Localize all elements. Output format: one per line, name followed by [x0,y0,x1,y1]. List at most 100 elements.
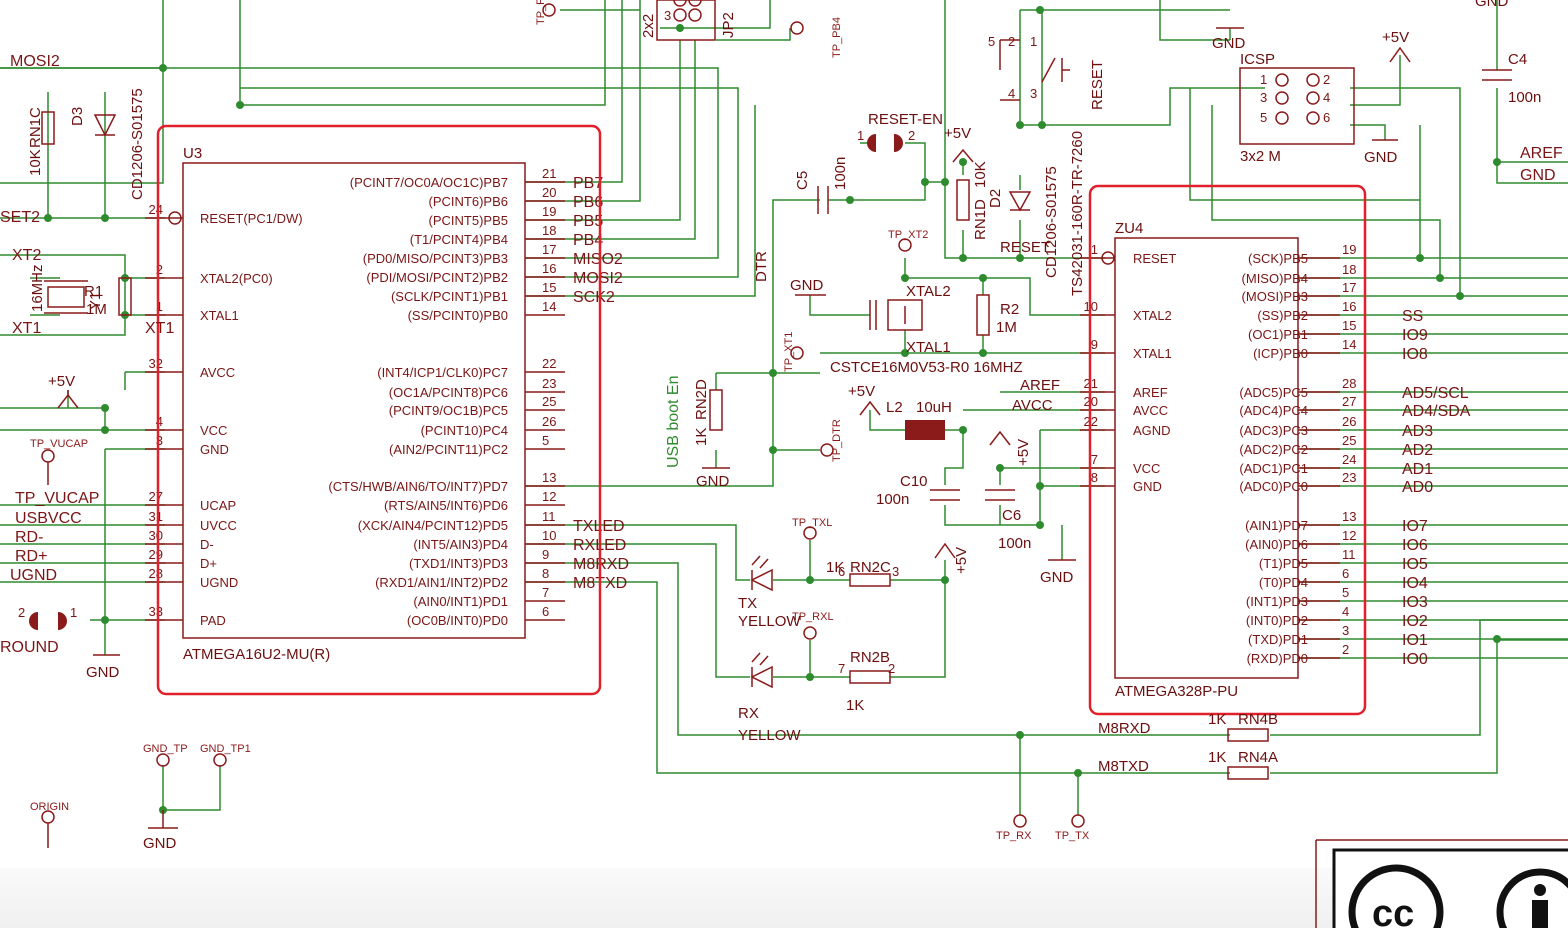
svg-text:2: 2 [908,128,915,143]
zu4-pin-name: (ADC2)PC2 [1239,442,1308,457]
c5-label: C5 [794,171,811,190]
tx-led [750,568,773,592]
l2-label: L2 [886,399,903,416]
svg-text:6: 6 [1323,110,1330,125]
zu4-pin-number: 4 [1342,604,1349,619]
u3-net-label: PB5 [573,213,603,230]
r1-label: R1 [84,283,103,300]
rn2c-resistor [849,573,891,587]
tp-pb4-label: TP_PB4 [831,17,843,58]
zu4-pin-number: 12 [1342,528,1356,543]
rdm-net: RD- [15,529,43,546]
u3-pin-name: (PCINT9/OC1B)PC5 [389,403,508,418]
u3-pin-number: 9 [542,547,549,562]
rn2b-label: RN2B [850,649,890,666]
u3-pin-number: 11 [542,509,556,524]
u3-highlight-box [156,124,602,696]
junctions [44,6,1501,814]
left-components: MOSI2 RN1C 10K D3 CD1206-S01575 SET2 XT2… [0,53,174,681]
u3-pin-number: 7 [542,585,549,600]
rn4b-resistor [1227,728,1269,742]
y1-value: 16MHz [29,264,46,312]
u3-pin-name: D- [200,537,214,552]
icsp-label: ICSP [1240,51,1275,68]
gnd-xtal-label: GND [790,277,824,294]
xtal2-label: XTAL2 [906,283,951,300]
zu4-net-label: AD1 [1402,461,1433,478]
zu4-chip[interactable]: ZU4 ATMEGA328P-PU 1RESET10XTAL29XTAL121A… [1080,220,1471,700]
tp-vucap-pad [41,449,55,463]
u3-pin-number: 13 [542,470,556,485]
zu4-pin-number: 8 [1091,470,1098,485]
rn2c-label: RN2C [850,559,891,576]
rn1d-label: RN1D [972,199,989,240]
r2-value: 1M [996,319,1017,336]
xt1b-label: XT1 [145,320,174,337]
aref-label: AREF [1020,377,1060,394]
zu4-net-label: AD0 [1402,479,1433,496]
avcc-label: AVCC [1012,397,1053,414]
u3-pin-number: 2 [156,262,163,277]
u3-pin-name: (CTS/HWB/AIN6/TO/INT7)PD7 [328,479,508,494]
u3-pin-name: D+ [200,556,217,571]
u3-left-pins: 24RESET(PC1/DW)2XTAL2(PC0)1XTAL132AVCC4V… [145,202,303,628]
u3-chip[interactable]: U3 ATMEGA16U2-MU(R) 24RESET(PC1/DW)2XTAL… [145,145,629,663]
d3-diode [93,114,117,137]
u3-pin-number: 31 [149,509,163,524]
rn1c-label: RN1C [27,107,44,148]
zu4-pin-number: 5 [1342,585,1349,600]
zu4-pin-name: (T1)PD5 [1259,556,1308,571]
zu4-ref: ZU4 [1115,220,1143,237]
c5-capacitor [817,186,829,214]
u3-pin-name: (OC0B/INT0)PD0 [407,613,508,628]
gnd-tp-label: GND_TP [143,743,188,755]
zu4-pin-number: 24 [1342,452,1356,467]
d2-diode [1008,191,1032,212]
u3-pin-number: 21 [542,166,556,181]
zu4-net-label: IO4 [1402,575,1428,592]
u3-pin-number: 17 [542,242,556,257]
m8txd-label: M8TXD [1098,758,1149,775]
d3-label: D3 [69,107,86,126]
svg-text:2: 2 [1323,72,1330,87]
u3-pin-name: (OC1A/PCINT8)PC6 [389,385,508,400]
u3-pin-number: 12 [542,489,556,504]
l2-value: 10uH [916,399,952,416]
cstce-resonator [887,299,923,331]
tp-rxl-label: TP_RXL [792,611,834,623]
zu4-highlight-box [1088,184,1367,716]
zu4-pin-number: 17 [1342,280,1356,295]
svg-text:5: 5 [988,34,995,49]
zu4-part: ATMEGA328P-PU [1115,683,1238,700]
u3-pin-name: (T1/PCINT4)PB4 [410,232,508,247]
zu4-pin-name: (ADC4)PC4 [1239,403,1308,418]
zu4-pin-name: XTAL1 [1133,346,1172,361]
plus5v-icsp-label: +5V [1382,29,1409,46]
xt2-label: XT2 [12,247,41,264]
cc-icon [1348,864,1444,928]
jp2-side-label: 2x2 [640,14,657,38]
u3-net-label: MISO2 [573,251,623,268]
reset2-label: SET2 [0,209,40,226]
zu4-pin-number: 23 [1342,470,1356,485]
zu4-pin-name: GND [1133,479,1162,494]
zu4-pin-name: RESET [1133,251,1176,266]
y1-crystal [47,286,85,308]
u3-pin-number: 22 [542,356,556,371]
u3-pin-name: (RTS/AIN5/INT6)PD6 [384,498,508,513]
plus5v-l2-label: +5V [848,383,875,400]
u3-pin-name: (PDI/MOSI/PCINT2)PB2 [366,270,508,285]
u3-pin-name: RESET(PC1/DW) [200,211,303,226]
u3-pin-name: (AIN0/INT1)PD1 [413,594,508,609]
zu4-pin-number: 13 [1342,509,1356,524]
zu4-pin-name: (ADC5)PC5 [1239,385,1308,400]
rn4a-value: 1K [1208,749,1226,766]
zu4-pin-name: AVCC [1133,403,1168,418]
c10-value: 100n [876,491,909,508]
zu4-net-label: IO0 [1402,651,1428,668]
zu4-pin-number: 3 [1342,623,1349,638]
rx-led-color: YELLOW [738,727,801,744]
u3-pin-name: AVCC [200,365,235,380]
svg-text:2: 2 [888,661,895,676]
svg-text:4: 4 [1008,86,1015,101]
